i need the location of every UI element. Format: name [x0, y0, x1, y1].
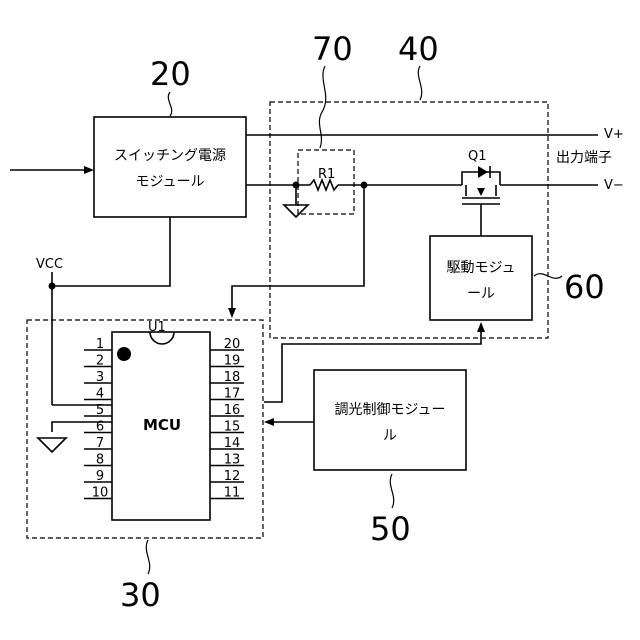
leader-50 [390, 474, 393, 508]
vplus-label: V+ [604, 127, 624, 142]
ref-60: 60 [564, 268, 605, 306]
sense-arrow [228, 308, 236, 318]
input-arrow [84, 166, 94, 174]
mcu-pin-number: 13 [224, 453, 241, 468]
mcu-pin-number: 10 [92, 486, 109, 501]
mcu-pin-number: 12 [224, 469, 241, 484]
vminus-label: V− [604, 178, 624, 193]
mcu-ground-icon [38, 438, 66, 452]
dimming-label-2: ル [383, 428, 397, 444]
mcu-pin-number: 8 [96, 453, 104, 468]
ground-icon [284, 205, 308, 217]
mcu-label: MCU [143, 416, 181, 434]
drive-module [430, 236, 532, 320]
leader-20 [168, 92, 171, 116]
ref-40: 40 [398, 30, 439, 68]
mcu-pin-number: 4 [96, 387, 104, 402]
mcu-pin-number: 16 [224, 403, 241, 418]
mcu-pin-number: 19 [224, 354, 241, 369]
mcu-pin-number: 9 [96, 469, 104, 484]
mcu-pin-number: 1 [96, 337, 104, 352]
dimming-control-module [314, 370, 466, 470]
power-supply-label-1: スイッチング電源 [114, 148, 226, 164]
mcu-pin-number: 6 [96, 420, 104, 435]
mcu-pin-number: 7 [96, 436, 104, 451]
mcu-pin-number: 11 [224, 486, 241, 501]
pwm-arrow [477, 322, 485, 332]
leader-30 [146, 540, 149, 574]
output-terminal-label: 出力端子 [556, 150, 612, 166]
vcc-label: VCC [36, 257, 63, 272]
transistor-arrow-icon [477, 188, 485, 196]
mcu-pin-number: 15 [224, 420, 241, 435]
mcu-pin-number: 17 [224, 387, 241, 402]
mcu-pin-number: 3 [96, 370, 104, 385]
leader-40 [418, 66, 421, 100]
ref-70: 70 [312, 30, 353, 68]
transistor-label: Q1 [468, 149, 487, 164]
power-supply-module [94, 117, 246, 217]
ref-50: 50 [370, 510, 411, 548]
mcu-pins-left: 1 23 45 67 89 10 [84, 337, 112, 501]
dimming-label-1: 調光制御モジュー [334, 402, 445, 418]
dimming-arrow [264, 418, 274, 426]
mcu-pins-right: 20 1918 1716 1514 1312 11 [210, 337, 244, 501]
drive-label-1: 駆動モジュ [446, 260, 515, 276]
pin1-dot [117, 347, 131, 361]
mcu-chip-label: U1 [148, 320, 166, 335]
power-supply-label-2: モジュール [135, 174, 204, 190]
ref-30: 30 [120, 576, 161, 614]
mcu-pin-number: 14 [224, 436, 241, 451]
vcc-wire [52, 217, 170, 286]
mcu-pin-number: 5 [96, 403, 104, 418]
transistor-diode-icon [478, 166, 488, 178]
drive-label-2: ール [467, 286, 495, 302]
ref-20: 20 [150, 55, 191, 93]
mcu-pin-number: 20 [224, 337, 241, 352]
mcu-pin-number: 2 [96, 354, 104, 369]
mcu-pin-number: 18 [224, 370, 241, 385]
resistor-label: R1 [318, 167, 335, 182]
